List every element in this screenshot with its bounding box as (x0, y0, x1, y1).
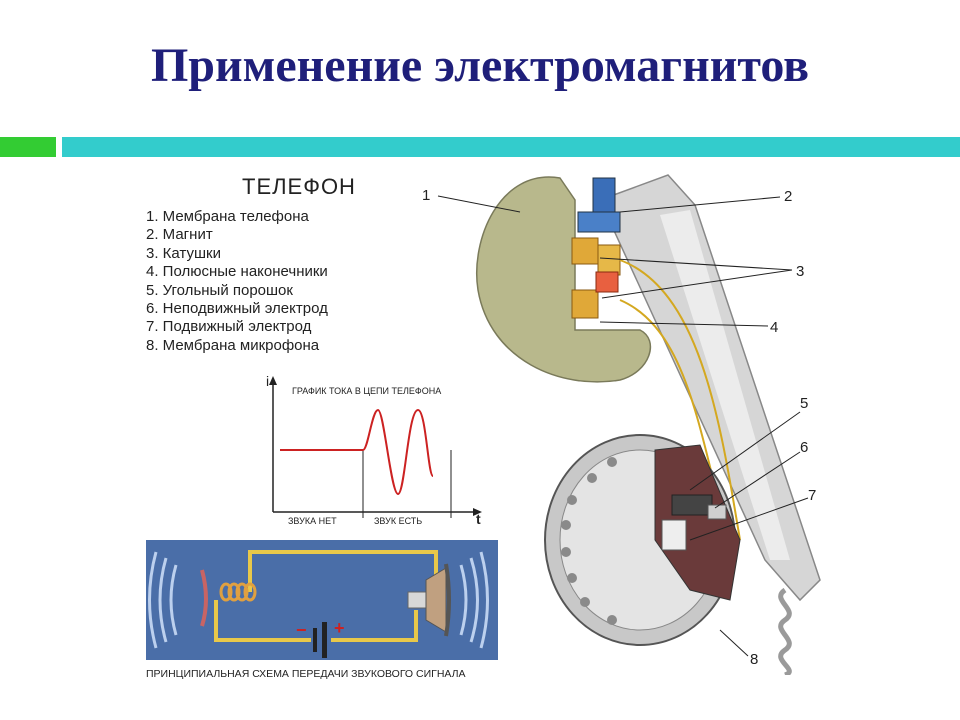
callout-1: 1 (422, 187, 430, 204)
list-item: 1. Мембрана телефона (146, 208, 309, 225)
battery-icon (313, 628, 317, 652)
circuit-diagram: − + (146, 540, 498, 660)
current-graph: i t ГРАФИК ТОКА В ЦЕПИ ТЕЛЕФОНА ЗВУКА НЕ… (266, 373, 482, 527)
graph-title: ГРАФИК ТОКА В ЦЕПИ ТЕЛЕФОНА (292, 386, 441, 396)
legend-heading: ТЕЛЕФОН (242, 174, 356, 199)
current-curve (280, 408, 434, 496)
fixed-electrode (707, 504, 727, 520)
coil-icon (571, 289, 599, 319)
list-item: 2. Магнит (146, 226, 213, 244)
wire (619, 259, 741, 541)
circuit-caption: ПРИНЦИПИАЛЬНАЯ СХЕМА ПЕРЕДАЧИ ЗВУКОВОГО … (146, 668, 466, 680)
membrane-icon (200, 569, 208, 627)
pole-tip (595, 271, 619, 293)
carbon-capsule (654, 444, 741, 601)
microphone-icon (407, 563, 451, 637)
list-item: 8. Мембрана микрофона (146, 336, 320, 354)
coil-icon (571, 237, 599, 265)
list-item: 6. Неподвижный электрод (146, 300, 328, 318)
callout-8: 8 (750, 651, 758, 668)
x-axis-label: t (476, 511, 481, 527)
x-axis-arrow-icon (473, 508, 482, 516)
moving-electrode (661, 519, 687, 551)
callout-7: 7 (808, 487, 816, 504)
cord (778, 587, 792, 675)
coil-icon (219, 582, 257, 602)
telephone-illustration: 1 2 3 4 5 6 7 8 (422, 174, 821, 675)
callout-3: 3 (796, 263, 804, 280)
accent-bar-green (0, 137, 56, 157)
carbon-powder (671, 494, 713, 516)
microphone-holes (561, 457, 617, 625)
accent-bar-teal (62, 137, 960, 157)
label-sound: ЗВУК ЕСТЬ (374, 516, 422, 526)
label-no-sound: ЗВУКА НЕТ (288, 516, 337, 526)
list-item: 7. Подвижный электрод (146, 318, 312, 336)
callout-6: 6 (800, 439, 808, 456)
receiver-membrane (476, 176, 651, 383)
wire (248, 550, 438, 592)
parts-list: 1. Мембрана телефона 2. Магнит 3. Катушк… (146, 208, 328, 355)
plus-sign: + (334, 618, 345, 638)
y-axis-label: i (266, 373, 269, 389)
callout-5: 5 (800, 395, 808, 412)
callout-4: 4 (770, 319, 778, 336)
minus-sign: − (296, 620, 307, 640)
wire (331, 610, 418, 642)
callout-2: 2 (784, 188, 792, 205)
wire (214, 600, 311, 642)
list-item: 4. Полюсные наконечники (146, 263, 328, 281)
y-axis-arrow-icon (269, 376, 277, 385)
list-item: 5. Угольный порошок (146, 281, 293, 299)
slide-title: Применение электромагнитов (150, 39, 810, 92)
list-item: 3. Катушки (146, 244, 221, 262)
